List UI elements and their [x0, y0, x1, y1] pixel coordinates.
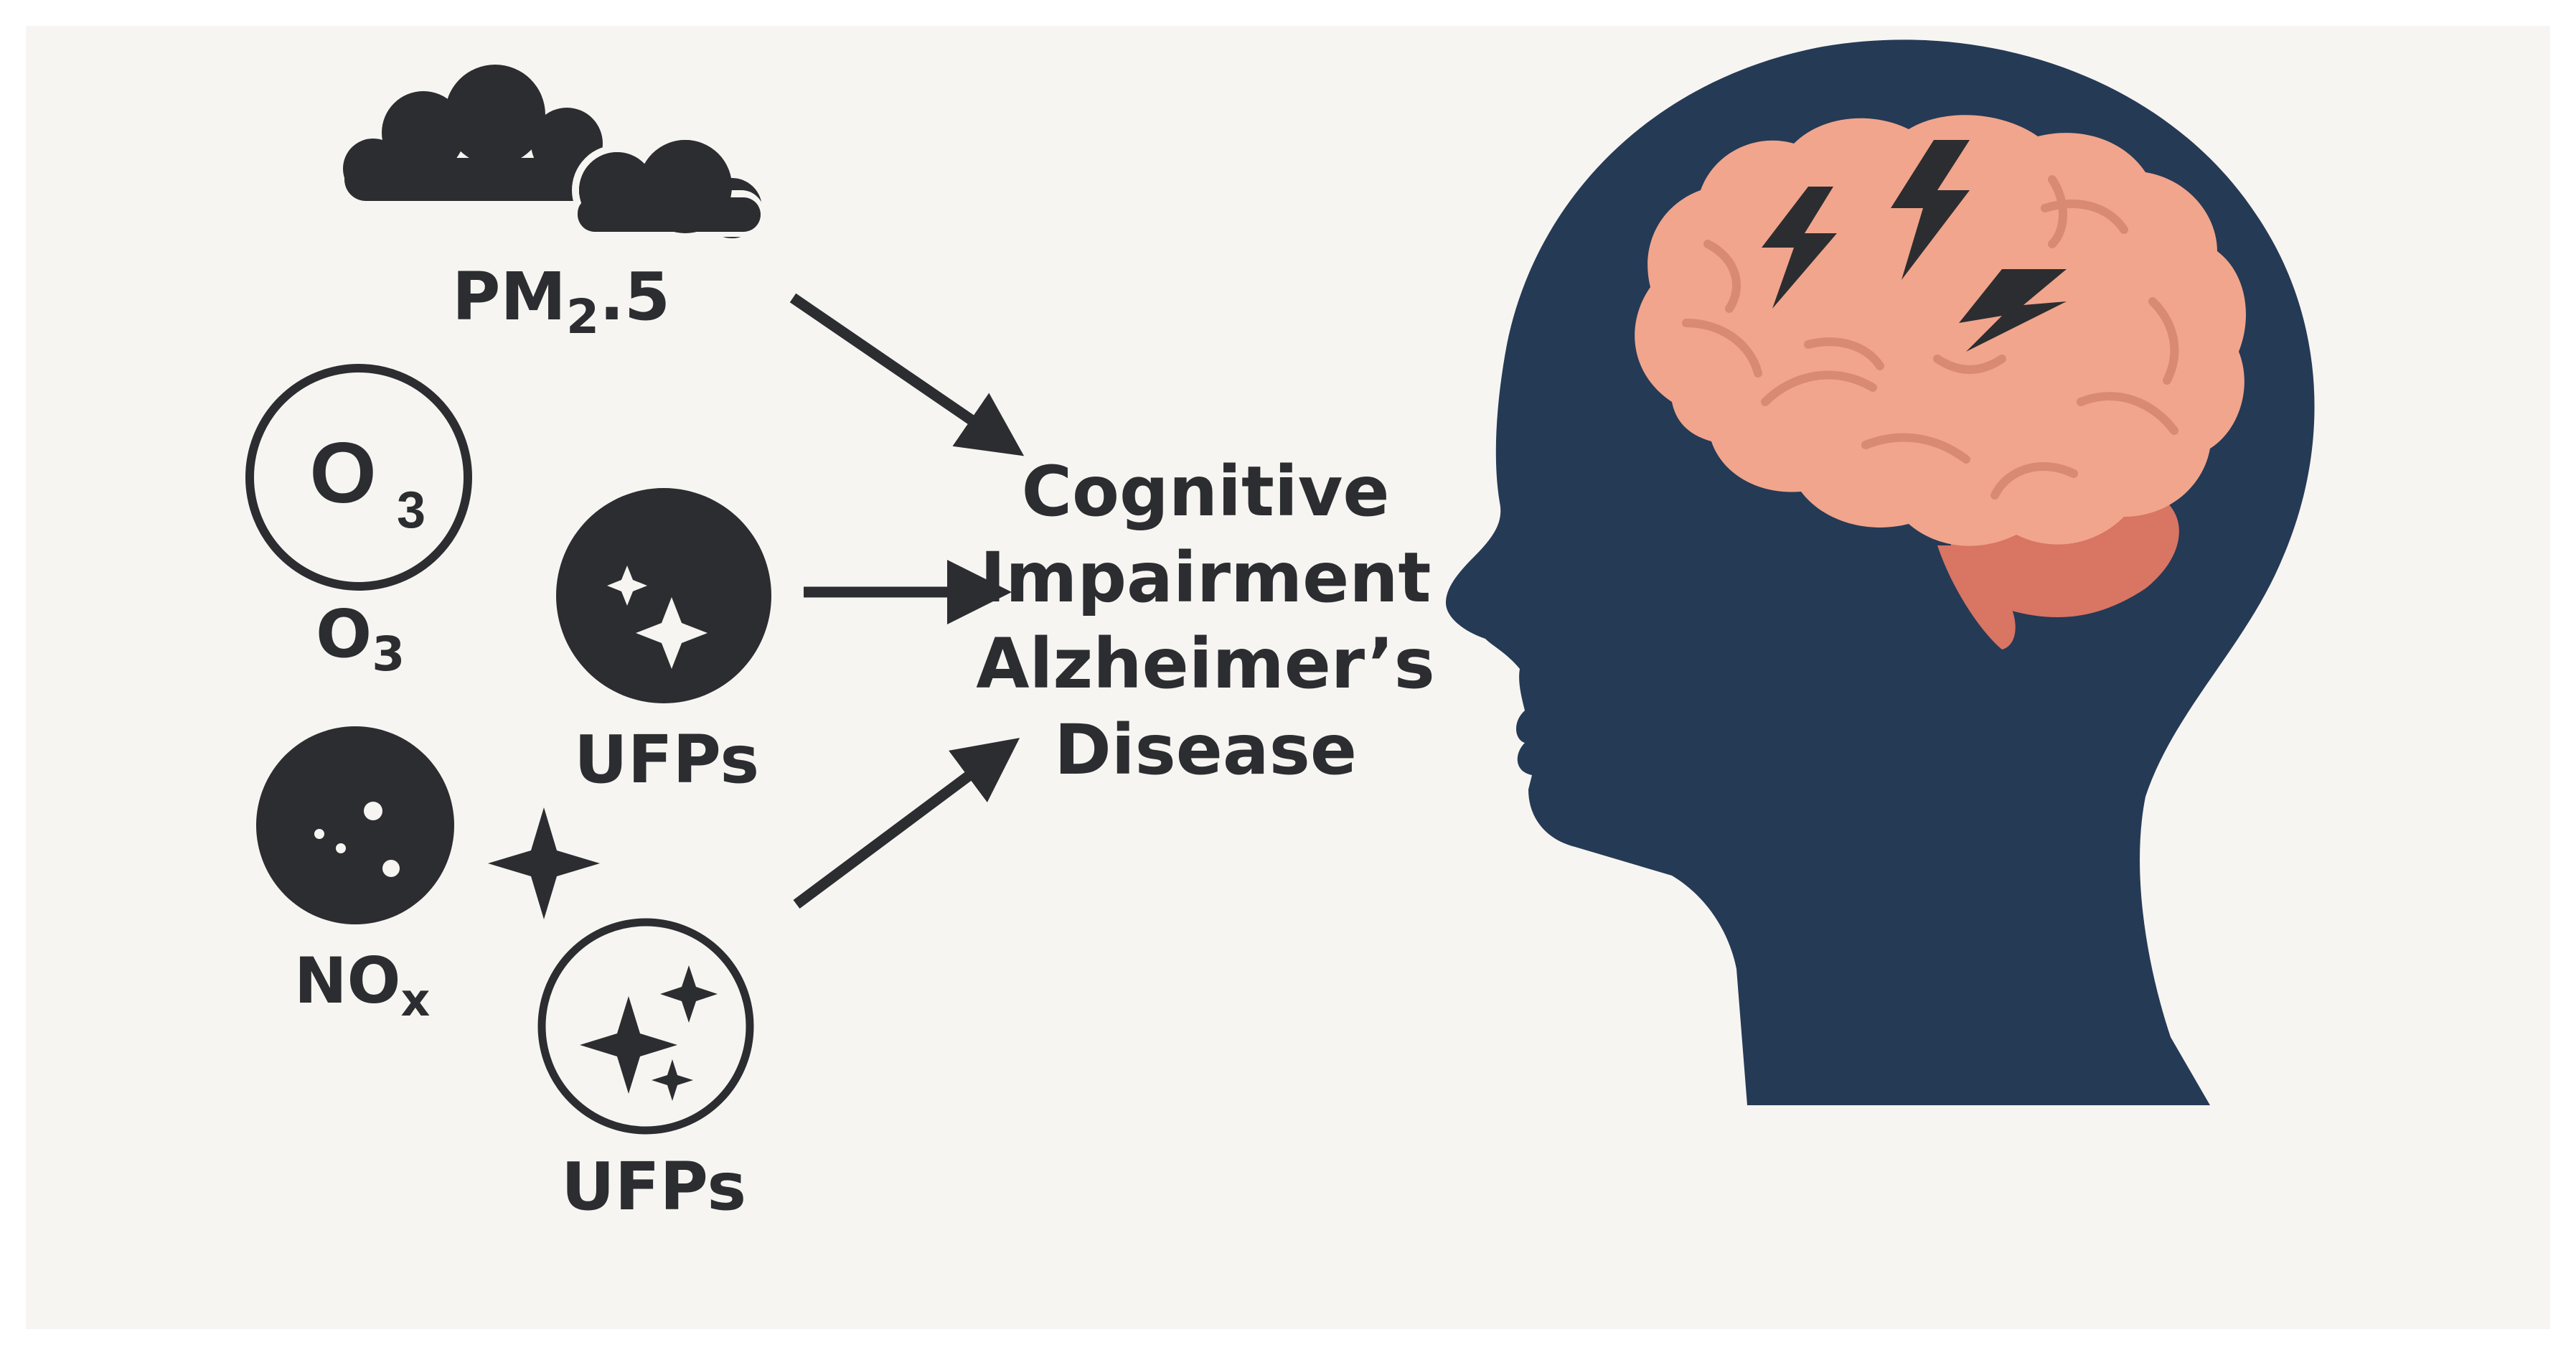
outcome-line-3: Alzheimer’s [976, 624, 1435, 704]
cloud-icon [343, 65, 764, 240]
sparkle-icon [488, 807, 600, 919]
outcome-line-2: Impairment [979, 538, 1432, 618]
svg-text:O: O [309, 425, 376, 521]
brain-icon [1635, 115, 2246, 650]
o3-label: O3 [316, 596, 405, 682]
outcome-line-1: Cognitive [1021, 451, 1390, 532]
outcome-line-4: Disease [1054, 710, 1357, 790]
lightning-icon [1762, 187, 1837, 309]
arrow-pm25 [789, 293, 1025, 456]
pm25-label: PM2.5 [452, 258, 671, 344]
lightning-icon [1891, 140, 1970, 280]
sparkle-outline-circle-icon [537, 918, 754, 1135]
svg-text:3: 3 [397, 482, 426, 539]
ozone-circle-icon: O 3 [245, 364, 472, 591]
nox-label: NOx [294, 944, 431, 1026]
particle-sparkle-icon [556, 488, 771, 703]
dotted-particle-icon [256, 726, 454, 924]
arrow-nox [793, 738, 1020, 909]
ufps-top-label: UFPs [574, 721, 760, 798]
lightning-icon [1959, 269, 2067, 352]
ufps-bottom-label: UFPs [561, 1148, 747, 1225]
outcome-text: Cognitive Impairment Alzheimer’s Disease [954, 449, 1457, 793]
